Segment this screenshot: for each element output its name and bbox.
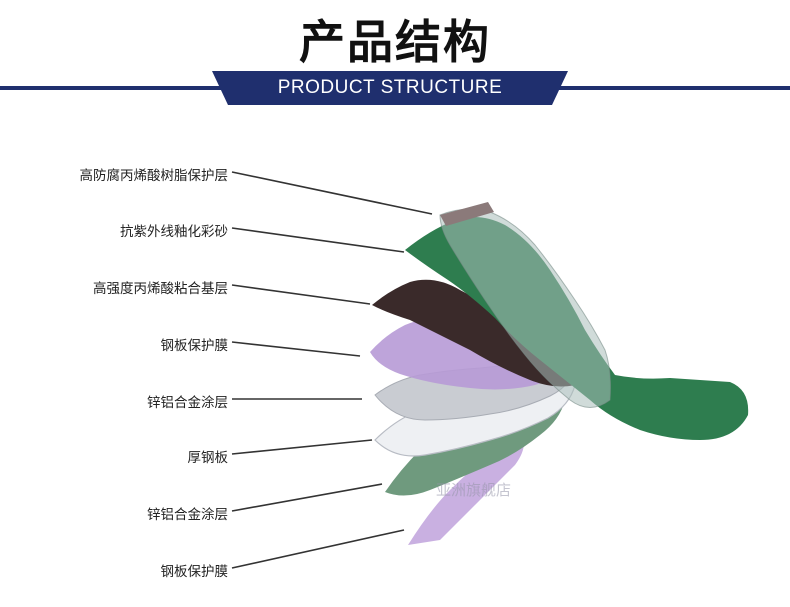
layer-label-steel: 厚钢板 xyxy=(187,450,229,466)
layer-resin-clear xyxy=(439,208,611,408)
layer-resin-top xyxy=(440,202,494,226)
leader-line-3 xyxy=(231,284,371,305)
banner-shape xyxy=(212,71,568,105)
layer-label-film-bottom: 钢板保护膜 xyxy=(160,564,229,580)
page-title: 产品结构 xyxy=(299,15,491,69)
leader-line-4 xyxy=(231,341,361,357)
leader-line-1 xyxy=(231,171,433,215)
leader-line-2 xyxy=(231,227,405,253)
watermark: 亚洲旗舰店 xyxy=(436,481,512,499)
leader-line-6 xyxy=(231,439,373,455)
layer-label-sand: 抗紫外线釉化彩砂 xyxy=(120,224,228,240)
layer-label-coating-top: 锌铝合金涂层 xyxy=(147,395,228,411)
layer-label-adhesive: 高强度丙烯酸粘合基层 xyxy=(93,281,228,297)
layer-label-film-top: 钢板保护膜 xyxy=(160,338,229,354)
layer-label-resin: 高防腐丙烯酸树脂保护层 xyxy=(79,168,229,184)
leader-line-8 xyxy=(231,529,405,569)
layer-label-coating-bottom: 锌铝合金涂层 xyxy=(147,507,228,523)
leader-line-7 xyxy=(231,483,383,512)
page-subtitle: PRODUCT STRUCTURE xyxy=(277,77,503,98)
